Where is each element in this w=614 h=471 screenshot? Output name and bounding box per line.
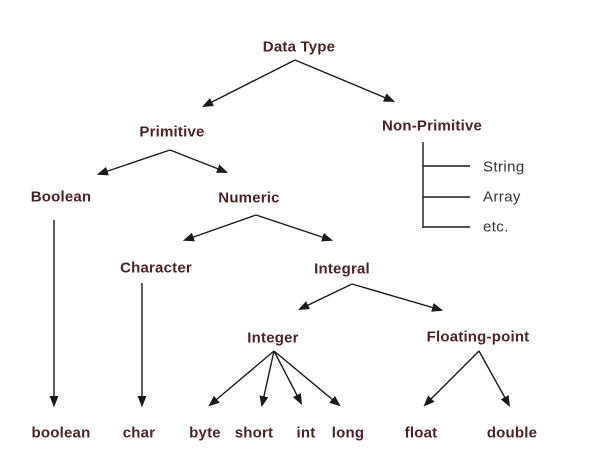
edge-floating-double: [478, 350, 511, 407]
node-boolean-category: Boolean: [30, 188, 92, 206]
node-short-type: short: [234, 424, 274, 442]
edge-integral-integer: [297, 283, 353, 310]
node-data-type: Data Type: [262, 38, 336, 56]
edge-integral-floating: [351, 283, 444, 312]
edge-integer-byte: [208, 350, 275, 407]
edge-integer-long: [273, 350, 341, 407]
node-integral: Integral: [314, 260, 370, 278]
node-long-type: long: [331, 424, 365, 442]
node-floating-point: Floating-point: [426, 328, 530, 346]
edge-primitive-numeric: [169, 149, 229, 173]
node-int-type: int: [296, 424, 316, 442]
node-byte-type: byte: [189, 424, 221, 442]
node-float-type: float: [404, 424, 438, 442]
node-array: Array: [483, 188, 521, 206]
node-non-primitive: Non-Primitive: [381, 117, 483, 135]
node-numeric: Numeric: [218, 189, 280, 207]
edge-primitive-boolean: [96, 149, 171, 176]
edge-datatype-primitive: [202, 59, 296, 108]
node-string: String: [483, 158, 525, 176]
edge-integer-int: [273, 350, 303, 405]
node-etc: etc.: [483, 218, 509, 236]
edge-numeric-character: [182, 214, 257, 242]
node-boolean-type: boolean: [31, 424, 91, 442]
node-primitive: Primitive: [139, 123, 205, 141]
node-char-type: char: [122, 424, 156, 442]
node-integer: Integer: [247, 329, 299, 347]
node-character: Character: [120, 259, 192, 277]
edge-floating-float: [423, 350, 480, 407]
edge-datatype-nonprimitive: [294, 59, 396, 102]
node-double-type: double: [486, 424, 538, 442]
edge-integer-short: [259, 350, 275, 408]
edge-numeric-integral: [255, 214, 334, 242]
